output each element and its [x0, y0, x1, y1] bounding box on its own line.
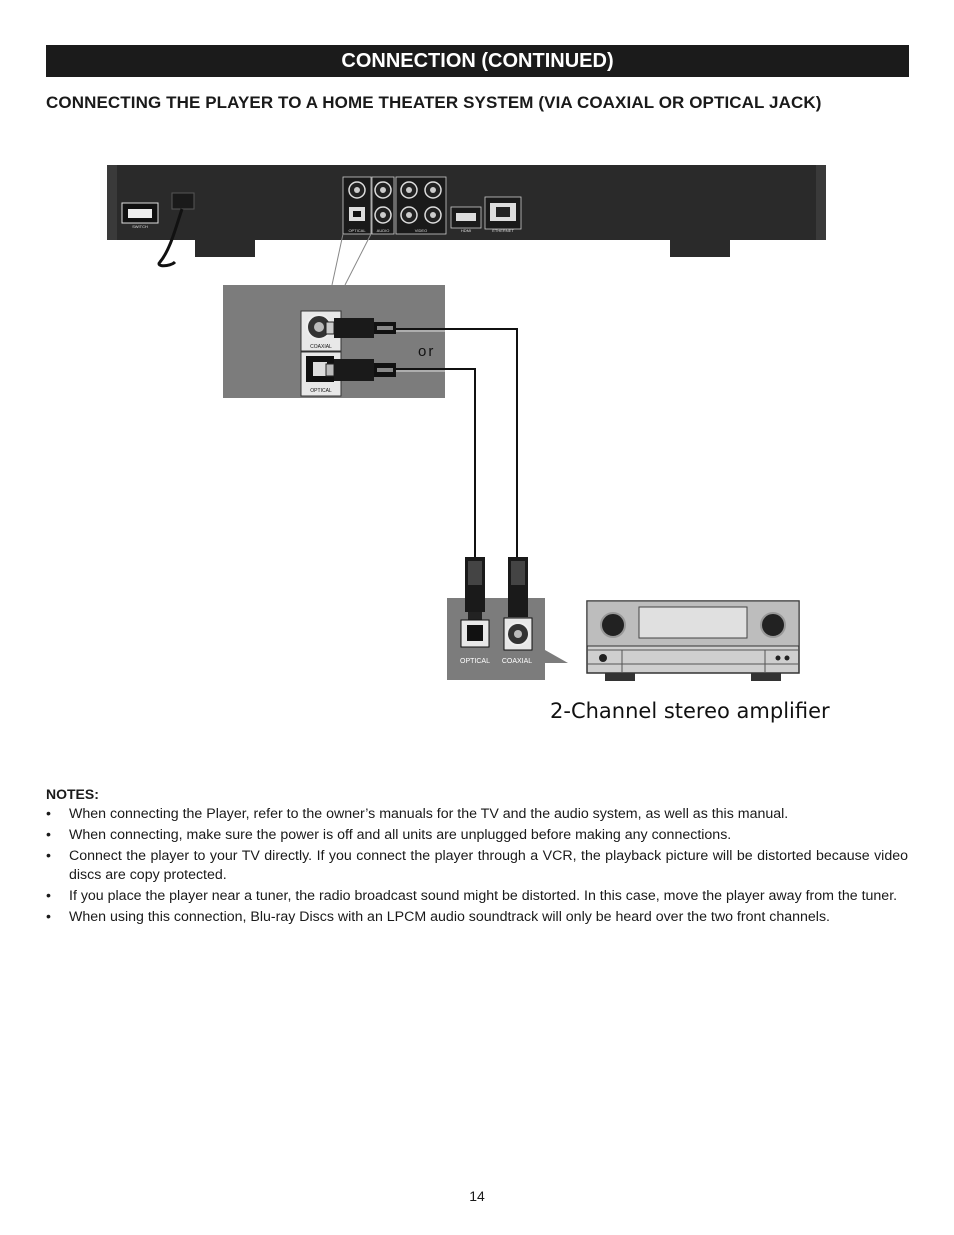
player-ethernet-label: ETHERNET: [492, 228, 514, 233]
page-subtitle: CONNECTING THE PLAYER TO A HOME THEATER …: [46, 93, 822, 112]
bullet: •: [46, 848, 51, 864]
bullet: •: [46, 909, 51, 925]
bullet: •: [46, 888, 51, 904]
amplifier-jack-panel: OPTICAL COAXIAL: [447, 557, 568, 680]
notes-title: NOTES:: [46, 786, 99, 802]
amp-optical-label: OPTICAL: [460, 658, 490, 665]
bullet: •: [46, 827, 51, 843]
player-hdmi-label: HDMI: [461, 228, 471, 233]
list-item: • When using this connection, Blu-ray Dis…: [46, 908, 908, 927]
player-rear-panel: SWITCH OPTICAL AUDIO VIDEO HDMI: [107, 165, 826, 268]
bullet: •: [46, 806, 51, 822]
note-text: Connect the player to your TV directly. …: [69, 848, 908, 883]
amplifier-unit: [586, 600, 800, 681]
notes-list: • When connecting the Player, refer to th…: [46, 805, 908, 929]
zoom-optical-label: OPTICAL: [310, 388, 332, 394]
note-text: When connecting the Player, refer to the…: [69, 806, 789, 822]
amplifier-caption: 2-Channel stereo amplifier: [550, 699, 830, 723]
connection-diagram: SWITCH OPTICAL AUDIO VIDEO HDMI: [107, 165, 830, 723]
list-item: • When connecting, make sure the power is…: [46, 826, 908, 845]
player-optical-label: OPTICAL: [348, 228, 366, 233]
section-header: CONNECTION (CONTINUED): [46, 45, 909, 77]
note-text: When connecting, make sure the power is …: [69, 827, 732, 843]
zoom-coaxial-label: COAXIAL: [310, 344, 332, 350]
list-item: • If you place the player near a tuner, t…: [46, 887, 908, 906]
or-label: or: [418, 343, 435, 360]
player-video-label: VIDEO: [415, 228, 427, 233]
cables: [396, 328, 518, 560]
list-item: • When connecting the Player, refer to th…: [46, 805, 908, 824]
list-item: • Connect the player to your TV directly.…: [46, 847, 908, 885]
page-number: 14: [469, 1188, 485, 1204]
amp-coaxial-label: COAXIAL: [502, 658, 532, 665]
switch-label: SWITCH: [132, 224, 148, 229]
note-text: When using this connection, Blu-ray Disc…: [69, 909, 830, 925]
jack-zoom-inset: COAXIAL OPTICAL or: [223, 285, 445, 398]
note-text: If you place the player near a tuner, th…: [69, 888, 898, 904]
player-audio-label: AUDIO: [377, 228, 390, 233]
